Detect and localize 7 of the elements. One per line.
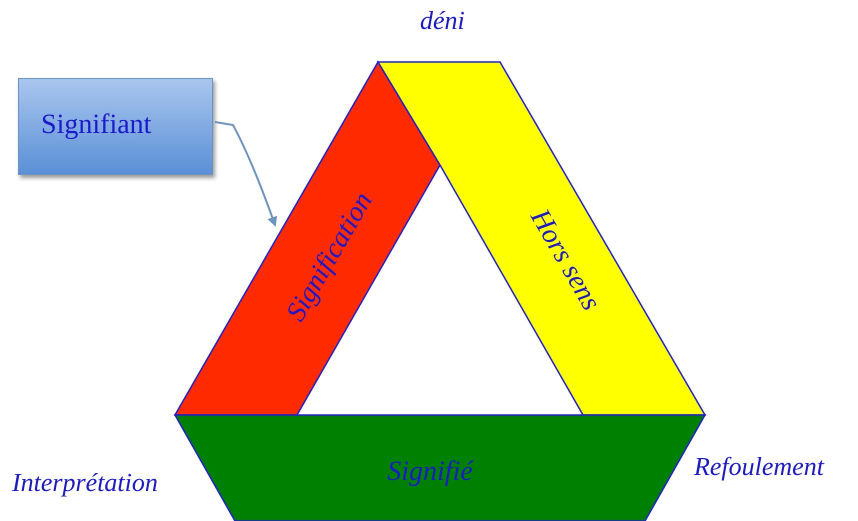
band-label: Signifié: [387, 456, 473, 488]
label-box: [18, 78, 213, 175]
corner-label: Interprétation: [12, 468, 158, 498]
corner-label: Refoulement: [694, 452, 824, 482]
corner-label: déni: [420, 6, 465, 36]
box-label: Signifiant: [41, 109, 152, 141]
arrow: [214, 121, 277, 227]
